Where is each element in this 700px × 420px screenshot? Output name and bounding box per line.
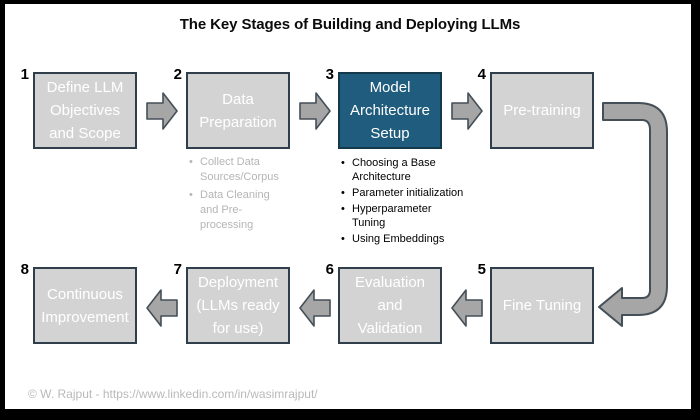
stage-box-continuous-improvement: Continuous Improvement bbox=[33, 267, 137, 344]
bullet-item: Parameter initialization bbox=[340, 186, 466, 200]
stage-number-7: 7 bbox=[173, 261, 182, 278]
stage-box-fine-tuning: Fine Tuning bbox=[490, 267, 594, 344]
flow-arrow-left-6-7-icon bbox=[299, 289, 331, 327]
bullet-item: Choosing a Base Architecture bbox=[340, 156, 466, 184]
stage-box-deployment: Deployment (LLMs ready for use) bbox=[186, 267, 290, 344]
stage-label-2: Data Preparation bbox=[199, 90, 277, 131]
stage-label-8: Continuous Improvement bbox=[41, 285, 129, 326]
flow-arrow-elbow-4-5-icon bbox=[598, 102, 668, 327]
stage-label-7: Deployment (LLMs ready for use) bbox=[196, 274, 280, 337]
stage-label-1: Define LLM Objectives and Scope bbox=[46, 79, 124, 142]
bullet-item: Collect Data Sources/Corpus bbox=[188, 155, 283, 185]
stage-label-4: Pre-training bbox=[503, 102, 581, 119]
stage-number-8: 8 bbox=[20, 261, 29, 278]
flow-arrow-left-5-6-icon bbox=[451, 289, 483, 327]
stage-number-1: 1 bbox=[20, 66, 29, 83]
flow-arrow-right-3-4-icon bbox=[451, 92, 483, 130]
stage-label-6: Evaluation and Validation bbox=[354, 274, 426, 337]
flow-arrow-right-1-2-icon bbox=[146, 92, 178, 130]
stage-number-3: 3 bbox=[325, 66, 334, 83]
stage-box-model-architecture: Model Architecture Setup bbox=[338, 72, 442, 149]
bullet-item: Using Embeddings bbox=[340, 232, 466, 246]
stage-label-5: Fine Tuning bbox=[502, 297, 582, 314]
stage-label-3: Model Architecture Setup bbox=[349, 79, 431, 142]
copyright-footer: © W. Rajput - https://www.linkedin.com/i… bbox=[28, 387, 318, 401]
stage-number-4: 4 bbox=[477, 66, 486, 83]
stage-number-6: 6 bbox=[325, 261, 334, 278]
bullet-item: Data Cleaning and Pre-processing bbox=[188, 188, 283, 233]
stage-number-2: 2 bbox=[173, 66, 182, 83]
flow-arrow-left-7-8-icon bbox=[146, 289, 178, 327]
data-preparation-bullet-list: Collect Data Sources/Corpus Data Cleanin… bbox=[188, 155, 283, 236]
stage-number-5: 5 bbox=[477, 261, 486, 278]
stage-box-pre-training: Pre-training bbox=[490, 72, 594, 149]
bullet-item: Hyperparameter Tuning bbox=[340, 202, 466, 230]
stage-box-define-objectives: Define LLM Objectives and Scope bbox=[33, 72, 137, 149]
stage-box-evaluation-validation: Evaluation and Validation bbox=[338, 267, 442, 344]
diagram-title: The Key Stages of Building and Deploying… bbox=[179, 16, 521, 33]
stage-box-data-preparation: Data Preparation bbox=[186, 72, 290, 149]
flow-arrow-right-2-3-icon bbox=[299, 92, 331, 130]
model-architecture-bullet-list: Choosing a Base Architecture Parameter i… bbox=[340, 156, 466, 248]
